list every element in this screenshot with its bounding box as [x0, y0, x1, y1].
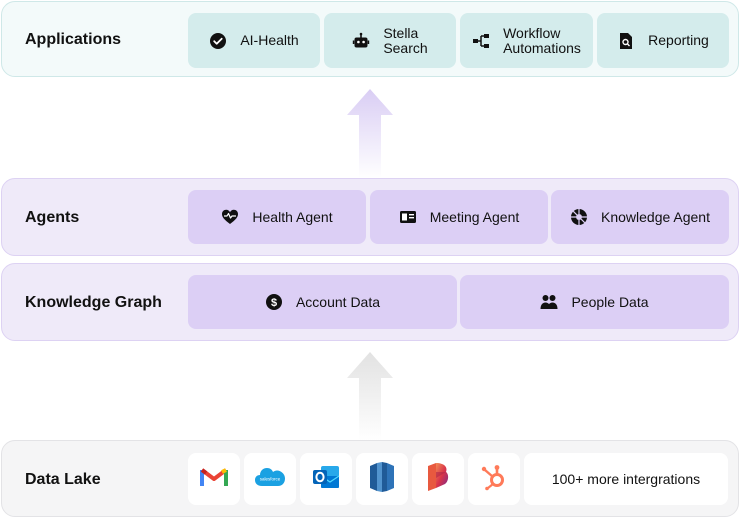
outlook-integration[interactable]: [300, 453, 352, 505]
gmail-integration[interactable]: [188, 453, 240, 505]
outlook-icon: [312, 464, 340, 495]
up-arrow-lake-to-kg: [345, 351, 395, 446]
agent-label: Health Agent: [252, 209, 333, 225]
redshift-icon: [369, 461, 395, 498]
app-label: Workflow Automations: [503, 24, 581, 56]
id-card-icon: [399, 208, 417, 226]
bigquery-icon: [426, 462, 450, 497]
health-agent-card[interactable]: Health Agent: [188, 190, 366, 244]
kg-label: Account Data: [295, 294, 381, 310]
report-icon: [617, 32, 635, 50]
robot-icon: [352, 32, 370, 50]
hubspot-integration[interactable]: [468, 453, 520, 505]
app-reporting[interactable]: Reporting: [597, 13, 729, 68]
people-icon: [540, 293, 558, 311]
more-integrations-card[interactable]: 100+ more intergrations: [524, 453, 728, 505]
knowledge-graph-layer: Knowledge Graph $ Account Data People Da…: [1, 263, 739, 341]
hubspot-icon: [480, 463, 508, 496]
account-data-card[interactable]: $ Account Data: [188, 275, 457, 329]
app-ai-health[interactable]: AI-Health: [188, 13, 320, 68]
meeting-agent-card[interactable]: Meeting Agent: [370, 190, 548, 244]
applications-title: Applications: [25, 31, 122, 48]
knowledge-graph-title: Knowledge Graph: [25, 294, 162, 311]
app-workflow-automations[interactable]: Workflow Automations: [460, 13, 593, 68]
app-stella-search[interactable]: Stella Search: [324, 13, 456, 68]
redshift-integration[interactable]: [356, 453, 408, 505]
app-label: Stella Search: [383, 24, 428, 56]
agents-layer: Agents Health Agent Meeting Agent Knowle…: [1, 178, 739, 256]
data-lake-layer: Data Lake salesforce: [1, 440, 739, 517]
gmail-icon: [200, 466, 228, 493]
more-integrations-label: 100+ more intergrations: [551, 471, 701, 487]
people-data-card[interactable]: People Data: [460, 275, 729, 329]
svg-text:$: $: [271, 297, 277, 309]
workflow-icon: [472, 32, 490, 50]
aperture-icon: [570, 208, 588, 226]
agent-label: Knowledge Agent: [601, 209, 710, 225]
heart-pulse-icon: [221, 208, 239, 226]
svg-text:salesforce: salesforce: [260, 476, 281, 481]
agent-label: Meeting Agent: [429, 209, 520, 225]
up-arrow-agents-to-apps: [345, 88, 395, 183]
dollar-icon: $: [265, 293, 283, 311]
data-lake-title: Data Lake: [25, 471, 101, 488]
agents-title: Agents: [25, 209, 80, 226]
applications-layer: Applications AI-Health Stella Search Wor…: [1, 1, 739, 77]
salesforce-icon: salesforce: [254, 466, 286, 493]
salesforce-integration[interactable]: salesforce: [244, 453, 296, 505]
kg-label: People Data: [571, 294, 649, 310]
knowledge-agent-card[interactable]: Knowledge Agent: [551, 190, 729, 244]
check-circle-icon: [209, 32, 227, 50]
app-label: Reporting: [648, 32, 709, 48]
bigquery-integration[interactable]: [412, 453, 464, 505]
app-label: AI-Health: [240, 32, 299, 48]
